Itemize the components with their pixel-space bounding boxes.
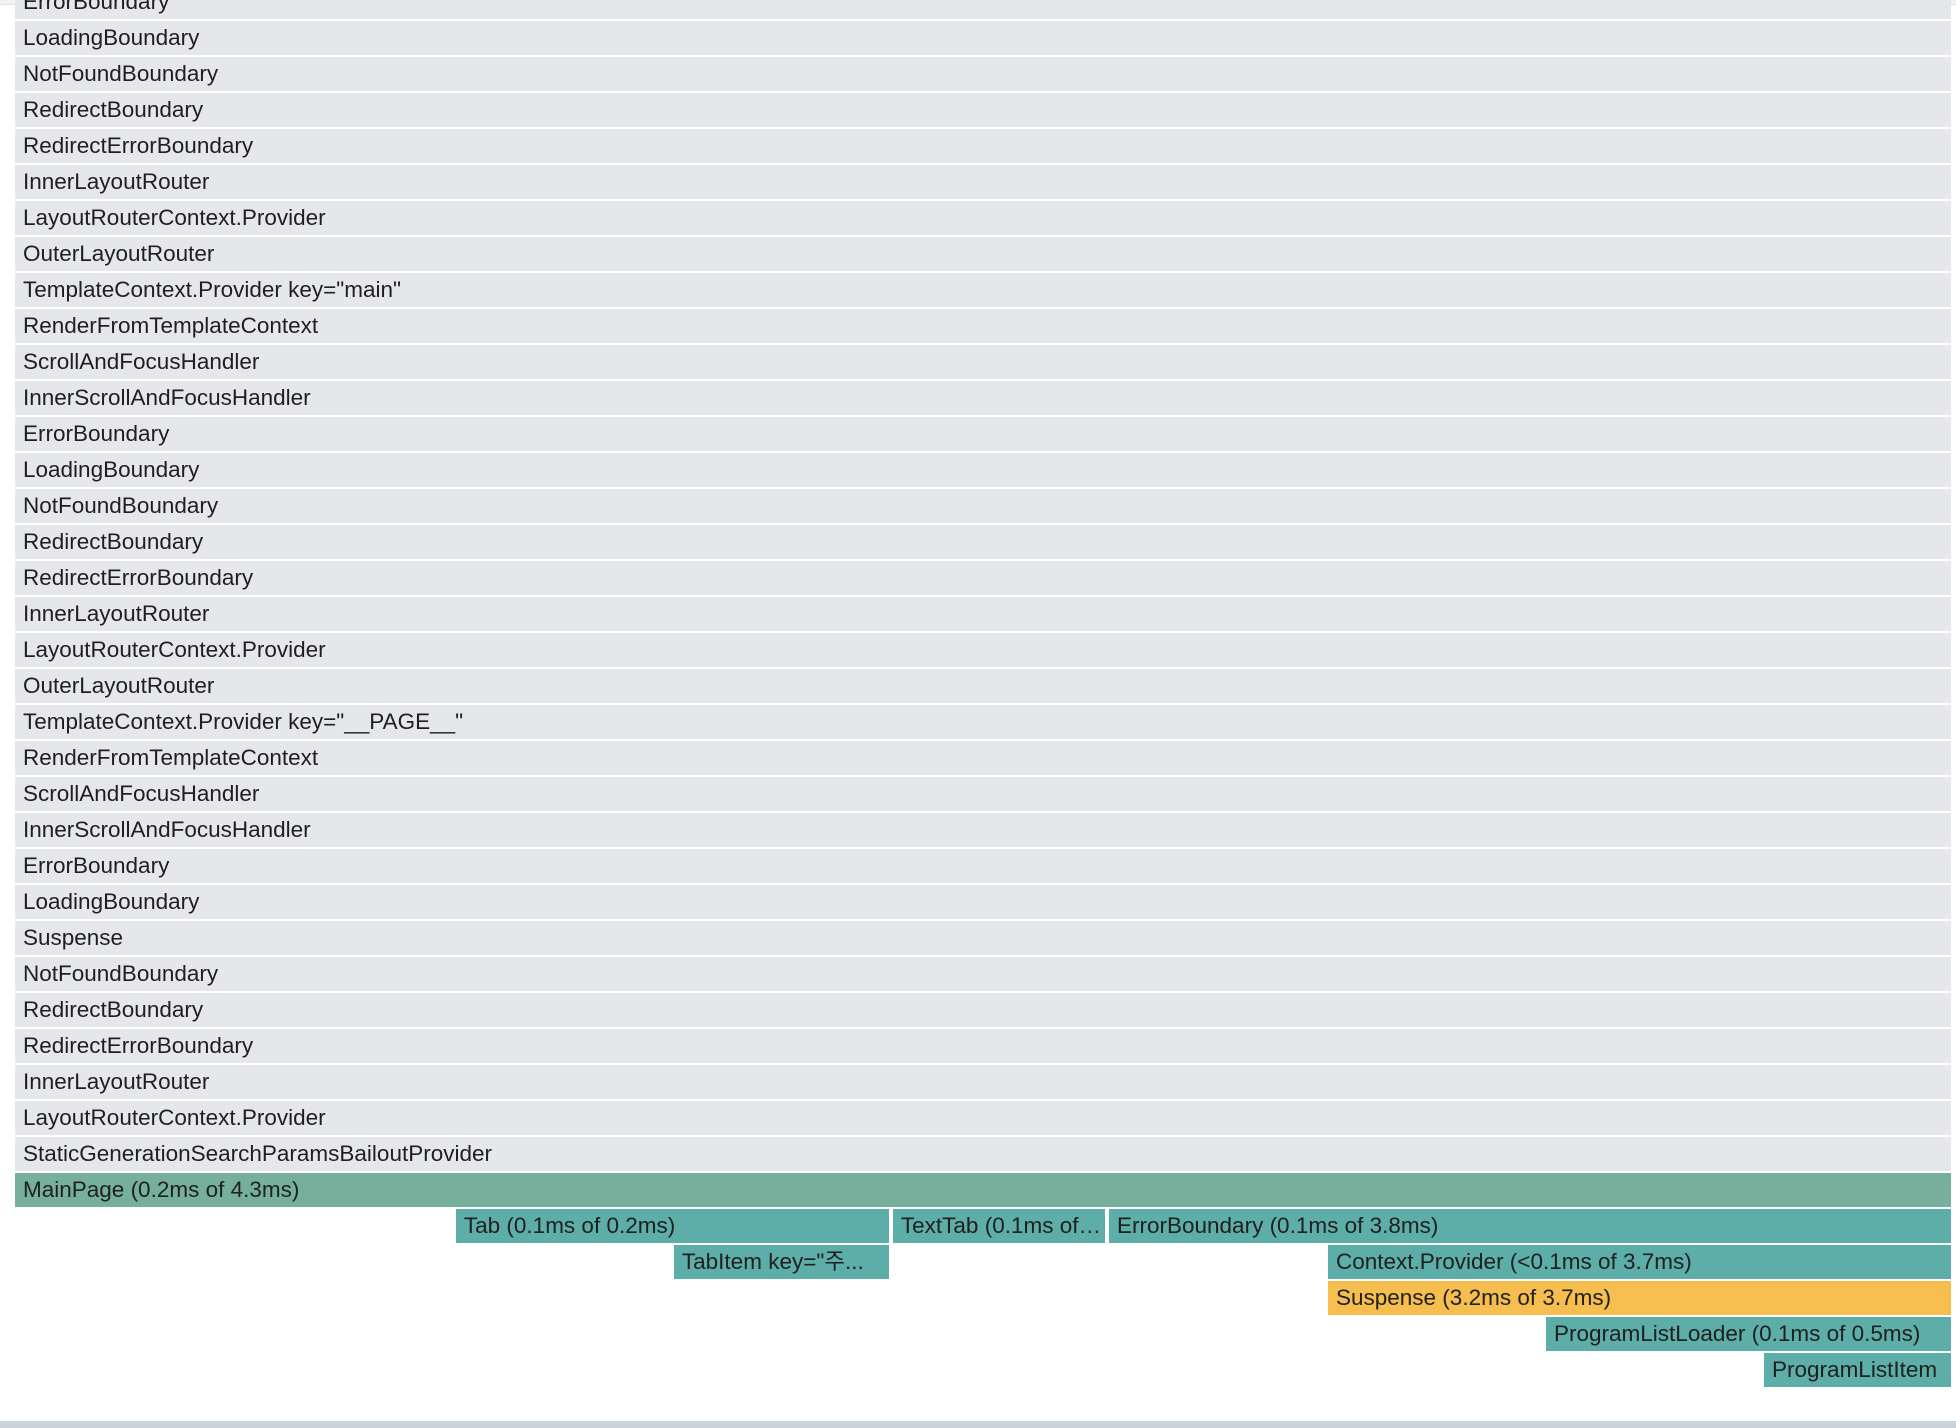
- flame-bar[interactable]: TemplateContext.Provider key="main": [15, 273, 1951, 307]
- flame-bar[interactable]: RenderFromTemplateContext: [15, 741, 1951, 775]
- flame-bar[interactable]: Tab (0.1ms of 0.2ms): [455, 1209, 889, 1243]
- flame-bar[interactable]: RedirectErrorBoundary: [15, 129, 1951, 163]
- flame-bar[interactable]: ErrorBoundary: [15, 0, 1951, 19]
- flame-bar[interactable]: LoadingBoundary: [15, 453, 1951, 487]
- flame-bar[interactable]: ScrollAndFocusHandler: [15, 345, 1951, 379]
- flame-bar[interactable]: RenderFromTemplateContext: [15, 309, 1951, 343]
- flame-bar[interactable]: RedirectErrorBoundary: [15, 561, 1951, 595]
- flame-bar[interactable]: ErrorBoundary (0.1ms of 3.8ms): [1109, 1209, 1951, 1243]
- flame-bar[interactable]: ScrollAndFocusHandler: [15, 777, 1951, 811]
- flame-bar[interactable]: RedirectBoundary: [15, 993, 1951, 1027]
- flame-bar[interactable]: StaticGenerationSearchParamsBailoutProvi…: [15, 1137, 1951, 1171]
- flame-bar[interactable]: InnerLayoutRouter: [15, 1065, 1951, 1099]
- flame-bar[interactable]: NotFoundBoundary: [15, 957, 1951, 991]
- flame-bar[interactable]: Suspense (3.2ms of 3.7ms): [1327, 1281, 1951, 1315]
- flame-bar[interactable]: NotFoundBoundary: [15, 489, 1951, 523]
- flame-bar[interactable]: Suspense: [15, 921, 1951, 955]
- flame-bar[interactable]: InnerScrollAndFocusHandler: [15, 381, 1951, 415]
- flame-bar[interactable]: RedirectErrorBoundary: [15, 1029, 1951, 1063]
- flame-bar[interactable]: OuterLayoutRouter: [15, 669, 1951, 703]
- flame-bar[interactable]: InnerScrollAndFocusHandler: [15, 813, 1951, 847]
- flame-bar[interactable]: NotFoundBoundary: [15, 57, 1951, 91]
- flame-bar[interactable]: LoadingBoundary: [15, 21, 1951, 55]
- horizontal-scrollbar[interactable]: [0, 1421, 1956, 1428]
- flame-bar[interactable]: ProgramListItem: [1764, 1353, 1951, 1387]
- flame-bar[interactable]: LayoutRouterContext.Provider: [15, 633, 1951, 667]
- flame-bar[interactable]: LayoutRouterContext.Provider: [15, 201, 1951, 235]
- flame-bar[interactable]: TextTab (0.1ms of 0.1ms): [892, 1209, 1106, 1243]
- flame-bar[interactable]: RedirectBoundary: [15, 525, 1951, 559]
- flame-bar[interactable]: MainPage (0.2ms of 4.3ms): [15, 1173, 1951, 1207]
- flame-bar[interactable]: TemplateContext.Provider key="__PAGE__": [15, 705, 1951, 739]
- flame-bar[interactable]: ProgramListLoader (0.1ms of 0.5ms): [1546, 1317, 1951, 1351]
- flame-bar[interactable]: ErrorBoundary: [15, 417, 1951, 451]
- flame-bar[interactable]: Context.Provider (<0.1ms of 3.7ms): [1327, 1245, 1951, 1279]
- flame-bar[interactable]: InnerLayoutRouter: [15, 165, 1951, 199]
- flame-bar[interactable]: LoadingBoundary: [15, 885, 1951, 919]
- flame-bar[interactable]: OuterLayoutRouter: [15, 237, 1951, 271]
- flame-bar[interactable]: RedirectBoundary: [15, 93, 1951, 127]
- flame-bar[interactable]: TabItem key="주...: [673, 1245, 889, 1279]
- flame-bar[interactable]: LayoutRouterContext.Provider: [15, 1101, 1951, 1135]
- flame-bar[interactable]: ErrorBoundary: [15, 849, 1951, 883]
- flame-bar[interactable]: InnerLayoutRouter: [15, 597, 1951, 631]
